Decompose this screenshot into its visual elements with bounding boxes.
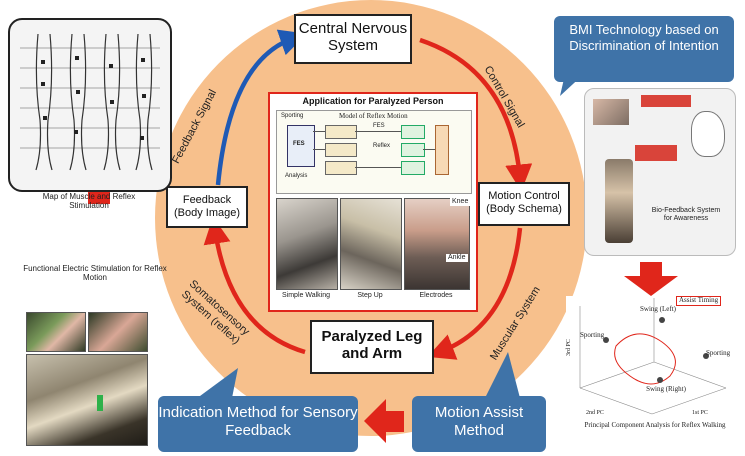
pca-caption: Principal Component Analysis for Reflex … xyxy=(584,421,726,429)
swing-left-label: Swing (Left) xyxy=(640,305,676,313)
reflex-model-diagram: Model of Reflex Motion Sporting FES Anal… xyxy=(276,110,472,194)
motion-assist-callout: Motion Assist Method xyxy=(412,396,546,452)
map-caption: Map of Muscle and Reflex Stimulation xyxy=(42,192,136,211)
axis-pc3-label: 3rd PC xyxy=(566,339,572,356)
muscle-map-image xyxy=(8,18,172,192)
model-sporting-label: Sporting xyxy=(281,113,304,119)
model-block-5 xyxy=(401,143,425,157)
model-connector-5 xyxy=(423,149,435,150)
motion-control-label: Motion Control (Body Schema) xyxy=(486,190,562,215)
paralyzed-box: Paralyzed Leg and Arm xyxy=(310,320,434,374)
fes-photo-knee-left xyxy=(26,312,86,352)
bmi-system-image: Bio-Feedback System for Awareness xyxy=(584,88,736,256)
fes-photo-knee-right xyxy=(88,312,148,352)
knee-label: Knee xyxy=(450,198,471,206)
muscle-map-drawing xyxy=(20,33,160,171)
application-panel: Application for Paralyzed Person Model o… xyxy=(268,92,478,312)
control-signal-arrow xyxy=(419,37,533,192)
model-title: Model of Reflex Motion xyxy=(339,112,408,120)
paralyzed-label: Paralyzed Leg and Arm xyxy=(321,328,423,363)
indication-method-text: Indication Method for Sensory Feedback xyxy=(158,404,358,439)
bmi-head-shape xyxy=(691,111,725,157)
swing-right-label: Swing (Right) xyxy=(646,385,686,393)
fes-electrode-marker xyxy=(97,395,103,411)
bmi-robot-leg xyxy=(605,159,633,243)
sporting-right-label: Sporting xyxy=(706,349,731,357)
model-connector-2 xyxy=(313,149,325,150)
model-connector-3 xyxy=(355,131,401,132)
model-connector-1 xyxy=(313,131,325,132)
model-block-6 xyxy=(401,161,425,175)
central-nervous-system-label: Central Nervous System xyxy=(298,20,408,55)
model-block-3 xyxy=(325,161,357,175)
fes-block-label: FES xyxy=(293,141,305,147)
application-title: Application for Paralyzed Person xyxy=(302,96,444,106)
motion-control-box: Motion Control (Body Schema) xyxy=(478,182,570,226)
model-block-4 xyxy=(401,125,425,139)
bmi-hand-photo xyxy=(593,99,629,125)
bmi-callout-text: BMI Technology based on Discrimination o… xyxy=(569,22,719,53)
model-fes-tag: FES xyxy=(373,123,385,129)
feedback-box: Feedback (Body Image) xyxy=(166,186,248,228)
feedback-label: Feedback (Body Image) xyxy=(173,194,241,219)
pca-plot: Assist Timing Swing (Left) Sporting Spor… xyxy=(566,296,738,444)
electrodes-photo xyxy=(404,198,470,290)
model-connector-4 xyxy=(355,167,401,168)
fes-caption: Functional Electric Stimulation for Refl… xyxy=(23,264,167,283)
model-reflex-tag: Reflex xyxy=(373,143,391,149)
feedback-signal-arrow xyxy=(215,29,307,186)
caption-simple-walking: Simple Walking xyxy=(282,292,330,299)
bmi-assist-tag xyxy=(635,145,677,161)
bmi-callout: BMI Technology based on Discrimination o… xyxy=(554,16,734,82)
model-output-block xyxy=(435,125,449,175)
indication-method-callout: Indication Method for Sensory Feedback xyxy=(158,396,358,452)
indication-callout-tail xyxy=(200,368,238,398)
model-block-2 xyxy=(325,143,357,157)
somatosensory-arrow xyxy=(203,216,306,355)
bio-feedback-label: Bio-Feedback System for Awareness xyxy=(651,207,721,222)
axis-pc1-label: 1st PC xyxy=(692,410,708,416)
sporting-left-label: Sporting xyxy=(580,331,605,339)
caption-electrodes: Electrodes xyxy=(419,292,453,299)
motion-assist-callout-tail xyxy=(486,352,520,398)
assist-timing-label: Assist Timing xyxy=(676,296,722,306)
muscular-system-arrow xyxy=(427,227,523,360)
analysis-label: Analysis xyxy=(285,173,308,179)
fes-block xyxy=(287,125,315,167)
simple-walking-photo xyxy=(276,198,338,290)
axis-pc2-label: 2nd PC xyxy=(586,410,604,416)
fes-photo-leg xyxy=(26,354,148,446)
pca-plot-drawing xyxy=(579,298,727,415)
bmi-down-arrow xyxy=(624,262,678,296)
motion-assist-text: Motion Assist Method xyxy=(434,404,524,439)
ankle-label: Ankle xyxy=(446,254,468,262)
central-nervous-system-box: Central Nervous System xyxy=(294,14,412,64)
bottom-left-arrow xyxy=(364,399,404,443)
bmi-signal-tag xyxy=(641,95,691,107)
model-block-1 xyxy=(325,125,357,139)
caption-step-up: Step Up xyxy=(357,292,383,299)
step-up-photo xyxy=(340,198,402,290)
